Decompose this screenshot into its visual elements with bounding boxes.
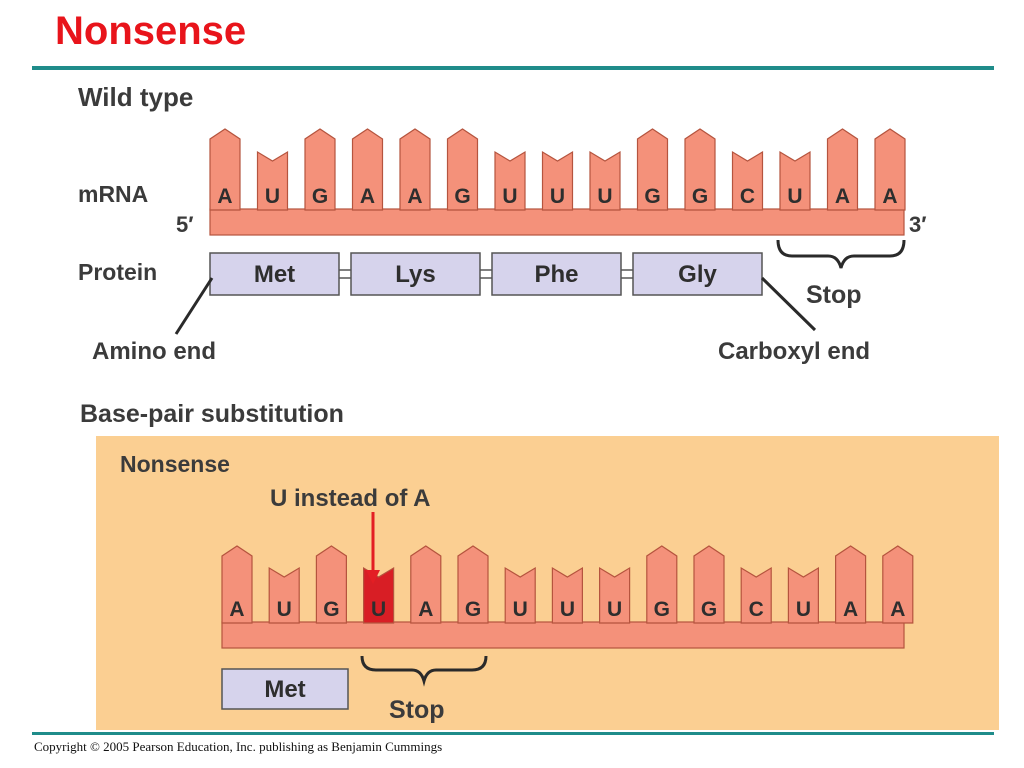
wild-type-base-letter-10: G	[692, 185, 708, 208]
mutant-base-0	[221, 545, 253, 624]
wild-type-base-letter-1: U	[265, 185, 280, 208]
three-prime-label: 3′	[909, 212, 927, 237]
mutant-base-14	[882, 545, 914, 624]
carboxyl-end-pointer	[760, 276, 817, 332]
wild-type-base-8	[589, 150, 621, 211]
wild-type-base-9	[636, 128, 669, 211]
protein-label: Protein	[78, 259, 157, 285]
mutant-base-4	[410, 545, 442, 624]
wild-type-amino-acid-2	[491, 252, 622, 296]
wild-type-protein: Met Lys Phe Gly	[209, 252, 763, 296]
wild-type-base-letter-11: C	[740, 185, 755, 208]
mutant-stop-brace	[360, 655, 488, 687]
mutant-base-7	[551, 566, 583, 624]
mutant-amino-acid-label-0: Met	[264, 676, 305, 703]
wild-type-amino-acid-label-2: Phe	[534, 261, 578, 288]
mutant-base-letter-10: G	[701, 598, 717, 621]
mutant-base-5	[457, 545, 489, 624]
wild-type-amino-acid-label-0: Met	[254, 261, 295, 288]
wild-type-base-13	[826, 128, 859, 211]
wild-type-amino-acid-0	[209, 252, 340, 296]
mutant-base-letter-13: A	[843, 598, 858, 621]
mutant-base-letter-14: A	[890, 598, 905, 621]
wild-type-base-7	[541, 150, 574, 211]
wild-type-base-3	[351, 128, 384, 211]
mutant-base-letter-7: U	[560, 598, 575, 621]
mutant-base-10	[693, 545, 725, 624]
wild-type-base-14	[874, 128, 906, 211]
mutant-base-letter-2: G	[323, 598, 339, 621]
mutant-base-letter-0: A	[229, 598, 244, 621]
wild-type-amino-acid-label-3: Gly	[678, 261, 717, 288]
wild-type-base-6	[494, 150, 526, 211]
mutant-base-letter-11: C	[749, 598, 764, 621]
mutant-base-3	[363, 566, 395, 624]
wild-type-base-0	[209, 128, 241, 211]
wild-type-base-letter-2: G	[312, 185, 328, 208]
wild-type-amino-acid-3	[632, 252, 763, 296]
wild-type-base-letter-0: A	[217, 185, 232, 208]
mutant-base-letter-6: U	[513, 598, 528, 621]
wild-type-stop-label: Stop	[806, 281, 862, 309]
mrna-label: mRNA	[78, 181, 148, 207]
wild-type-base-letter-9: G	[644, 185, 660, 208]
mutant-base-8	[599, 566, 631, 624]
mutant-base-9	[646, 545, 678, 624]
wild-type-base-11	[731, 150, 764, 211]
mutant-mrna-backbone	[221, 621, 905, 649]
slide-title: Nonsense	[55, 9, 247, 53]
wild-type-mrna-backbone	[209, 208, 905, 236]
mutant-amino-acid-0	[221, 668, 349, 710]
wild-type-base-letter-12: U	[787, 185, 802, 208]
wild-type-base-letter-5: G	[454, 185, 470, 208]
mutant-base-12	[787, 566, 819, 624]
wild-type-base-10	[684, 128, 716, 211]
mutant-base-letter-12: U	[796, 598, 811, 621]
mutation-panel-title: Nonsense	[120, 451, 230, 477]
amino-end-pointer	[174, 277, 214, 335]
mutation-arrow-head	[366, 570, 380, 584]
mutant-base-letter-1: U	[277, 598, 292, 621]
wild-type-heading: Wild type	[78, 82, 193, 112]
mutant-base-letter-4: A	[418, 598, 433, 621]
wild-type-base-2	[304, 128, 336, 211]
wild-type-base-letter-7: U	[550, 185, 565, 208]
mutant-stop-label: Stop	[389, 696, 445, 724]
wild-type-stop-brace	[776, 239, 906, 269]
wild-type-amino-acid-label-1: Lys	[395, 261, 435, 288]
bottom-divider	[32, 732, 994, 735]
mutant-base-2	[315, 545, 347, 624]
wild-type-base-1	[256, 150, 289, 211]
mutant-base-11	[740, 566, 772, 624]
mutant-base-letter-5: G	[465, 598, 481, 621]
mutation-change-label: U instead of A	[270, 485, 430, 512]
wild-type-base-letter-6: U	[502, 185, 517, 208]
wild-type-base-letter-13: A	[835, 185, 850, 208]
wild-type-base-letter-4: A	[407, 185, 422, 208]
wild-type-base-letter-14: A	[882, 185, 897, 208]
mutant-base-letter-8: U	[607, 598, 622, 621]
mutant-base-6	[504, 566, 536, 624]
mutant-base-1	[268, 566, 300, 624]
wild-type-base-letter-8: U	[597, 185, 612, 208]
mutant-base-13	[835, 545, 867, 624]
footer-copyright: Copyright © 2005 Pearson Education, Inc.…	[34, 739, 443, 754]
substitution-heading: Base-pair substitution	[80, 400, 344, 428]
carboxyl-end-label: Carboxyl end	[718, 338, 870, 365]
wild-type-amino-acid-1	[350, 252, 481, 296]
wild-type-base-letter-3: A	[360, 185, 375, 208]
mutant-base-letter-9: G	[654, 598, 670, 621]
amino-end-label: Amino end	[92, 338, 216, 365]
mutant-base-letter-3: U	[371, 598, 386, 621]
wild-type-base-5	[446, 128, 479, 211]
top-divider	[32, 66, 994, 70]
mutant-protein: Met	[221, 668, 349, 710]
five-prime-label: 5′	[176, 212, 194, 237]
wild-type-base-12	[779, 150, 811, 211]
wild-type-base-4	[399, 128, 431, 211]
